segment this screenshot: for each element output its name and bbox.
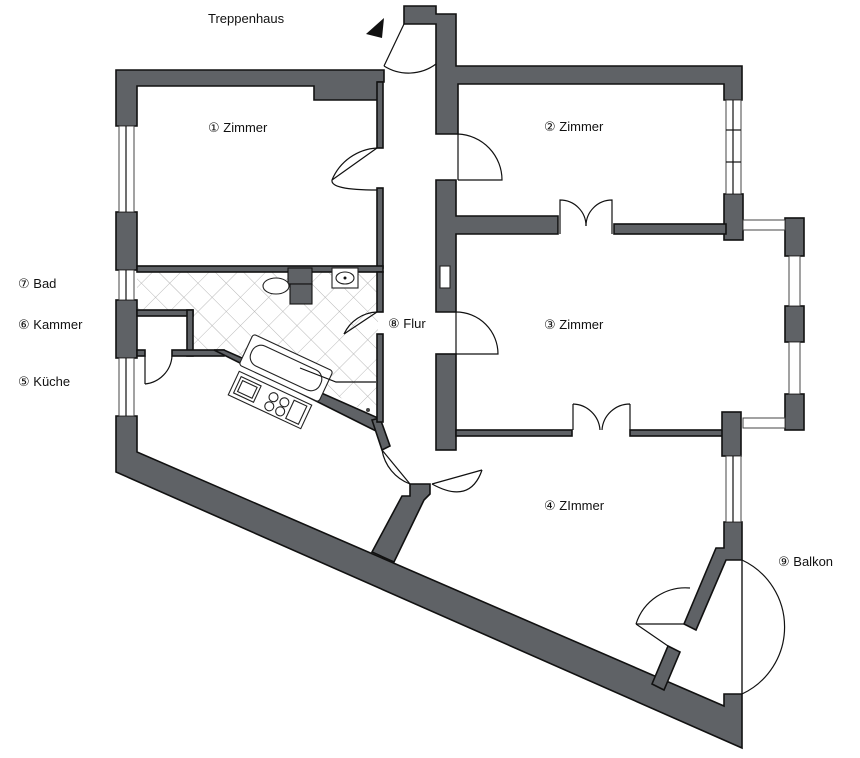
wall-bad-right (376, 271, 384, 313)
wall-balcony-lower (650, 644, 682, 692)
wall-bad-right-lower (376, 333, 384, 423)
wall-bay-mid (784, 305, 805, 343)
entrance-arrow-icon (366, 18, 384, 38)
label-zimmer-2: ② Zimmer (544, 119, 604, 134)
wall-exterior-diagonal (115, 415, 743, 750)
wall-kammer-stub (136, 349, 146, 357)
window-bay-right-lower (788, 341, 801, 395)
label-kammer: ⑥ Kammer (18, 317, 83, 332)
wall-room3-left-lower (435, 353, 457, 451)
walls (115, 5, 805, 750)
wall-room1-right-lower (376, 187, 384, 269)
toilet-seat-block (289, 283, 313, 305)
wall-room1-left-lower (115, 211, 138, 271)
label-kueche: ⑤ Küche (18, 374, 70, 389)
kitchen-counter (227, 370, 313, 430)
wall-kueche-kammer (136, 309, 194, 317)
fixtures (227, 265, 451, 430)
wall-room3-room4-left (455, 429, 573, 437)
wall-bay-top (784, 217, 805, 257)
doors (144, 23, 691, 647)
label-zimmer-3: ③ Zimmer (544, 317, 604, 332)
label-zimmer-4: ④ ZImmer (544, 498, 605, 513)
wall-room2-room3-right (613, 223, 727, 235)
label-bad: ⑦ Bad (18, 276, 56, 291)
balkon-outline (741, 559, 786, 695)
wall-room1-right-upper (376, 81, 384, 149)
wall-room2-room3 (435, 179, 559, 313)
label-flur: ⑧ Flur (388, 316, 426, 331)
wall-balcony-upper (682, 521, 743, 632)
window-bay-bottom (742, 417, 786, 429)
wall-bay-bottom (784, 393, 805, 431)
bathtub (239, 334, 333, 402)
wall-room3-corner (721, 411, 742, 457)
wall-room1-top (115, 69, 385, 127)
window-bay-right-upper (788, 255, 801, 307)
worktop-line (299, 367, 376, 383)
wall-kammer-left (115, 299, 138, 359)
windows (118, 99, 801, 523)
label-balkon: ⑨ Balkon (778, 554, 833, 569)
wall-kitchen-room4 (370, 483, 431, 564)
wall-room2-right-lower (723, 193, 744, 241)
wall-room3-room4-right (629, 429, 727, 437)
toilet-bowl (262, 277, 290, 295)
wall-kammer-right (186, 309, 194, 357)
label-treppenhaus: Treppenhaus (208, 11, 285, 26)
window-bay-top (742, 219, 786, 231)
corridor-fixture (439, 265, 451, 289)
labels: Treppenhaus ① Zimmer ② Zimmer ③ Zimmer ④… (18, 11, 833, 569)
wall-room1-bad (136, 265, 384, 273)
wall-stair-entry (403, 5, 743, 135)
label-zimmer-1: ① Zimmer (208, 120, 268, 135)
toilet-tank (287, 267, 313, 285)
